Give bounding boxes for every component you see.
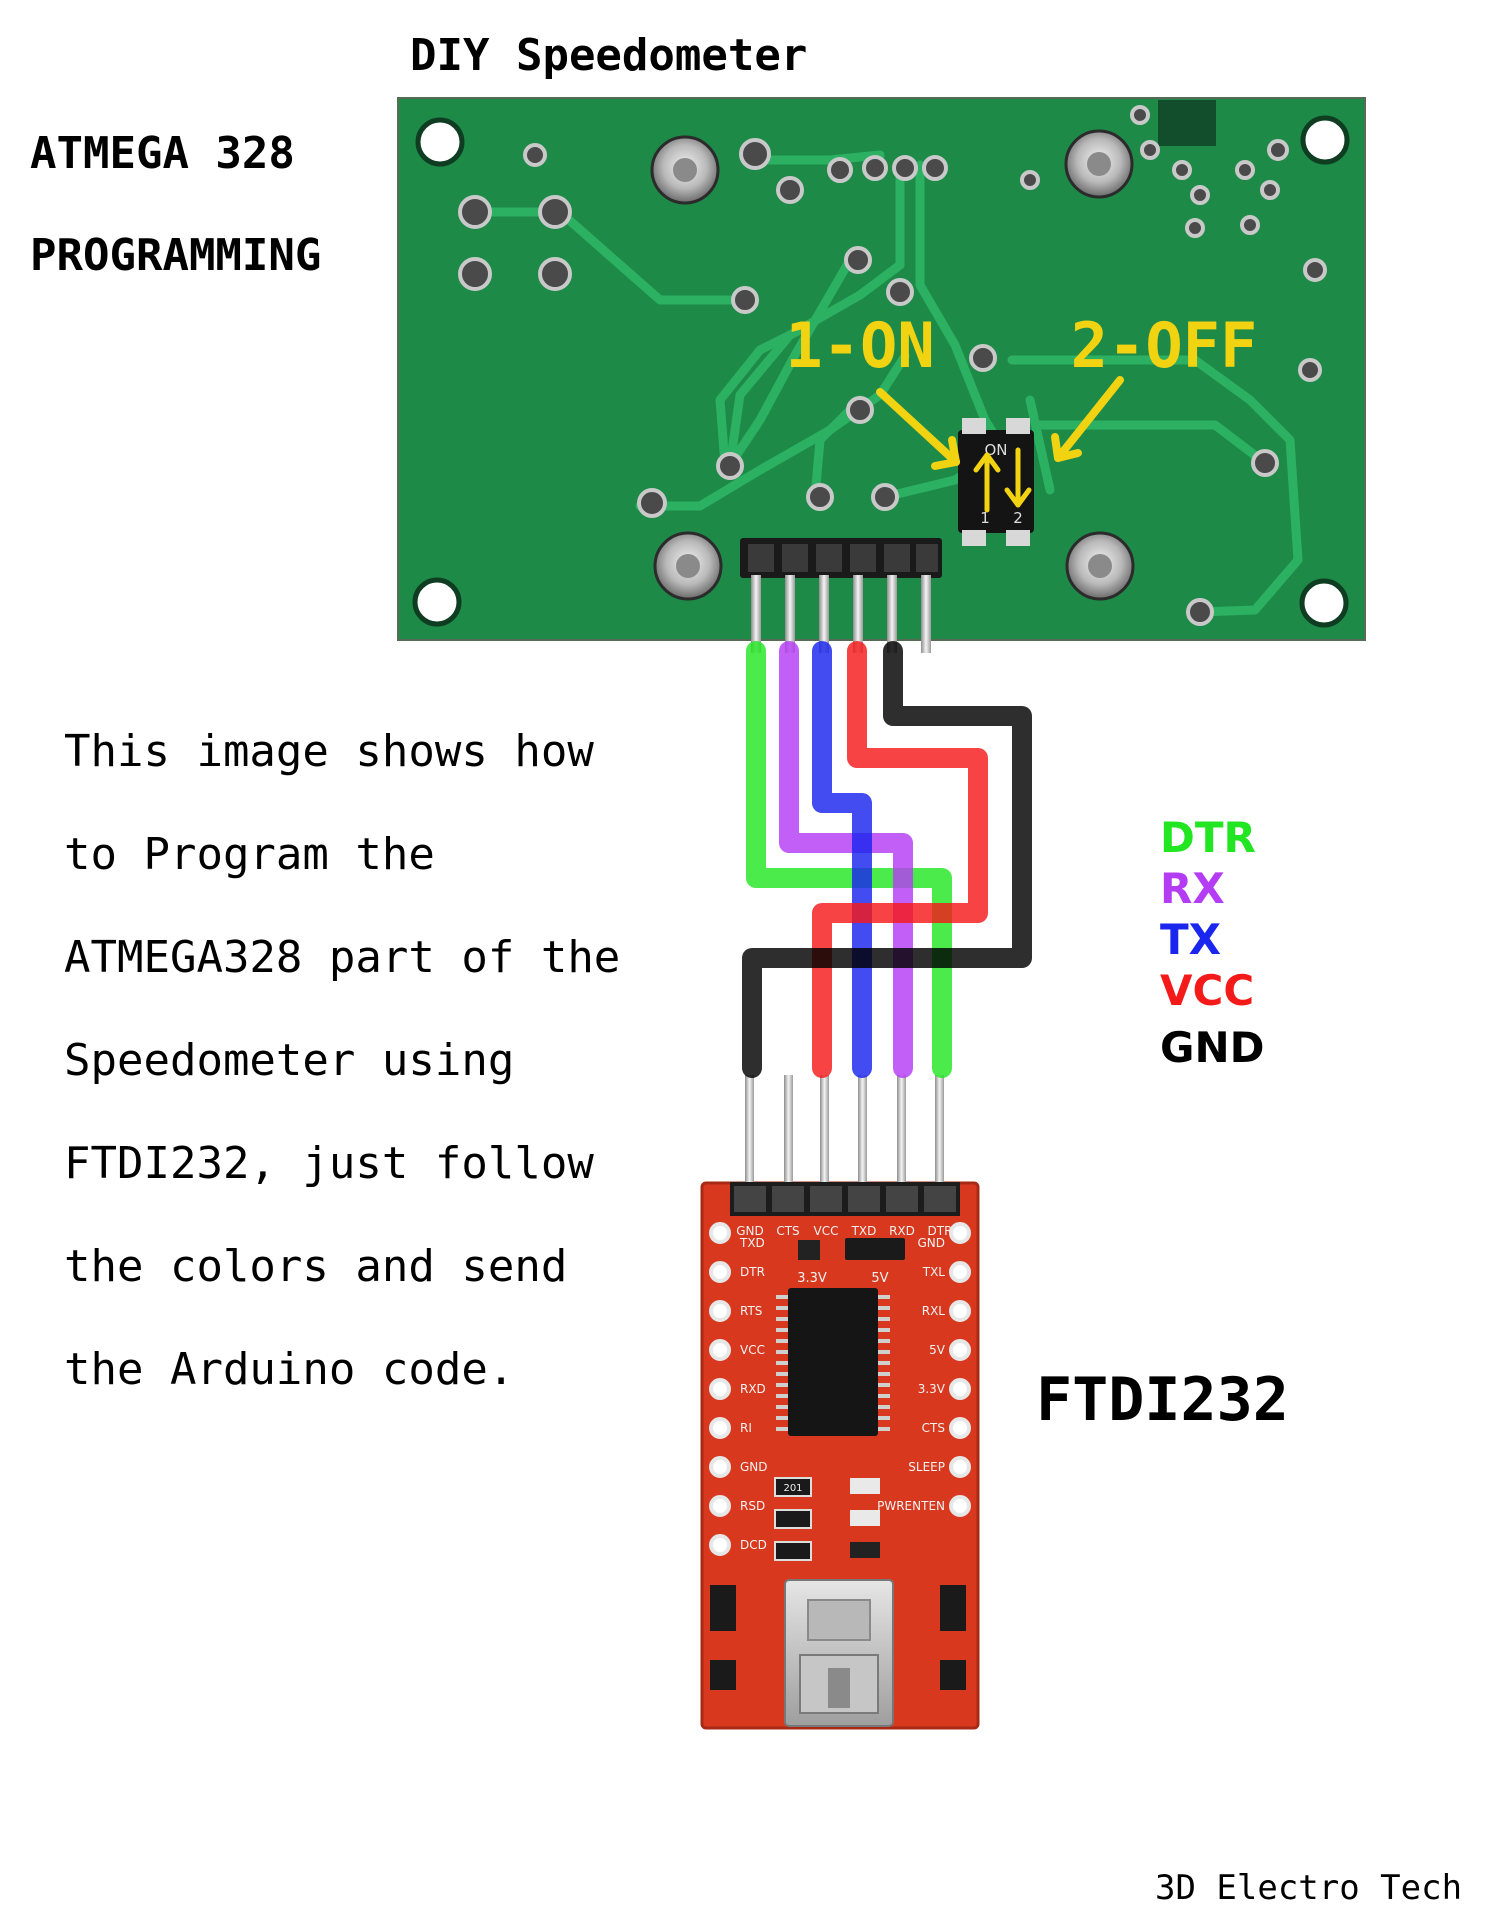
ftdi-right-rxl: RXL [922,1304,946,1318]
ftdi-pin-cts: CTS [776,1224,799,1238]
ftdi-left-ri: RI [740,1421,752,1435]
ftdi-right-5v: 5V [929,1343,946,1357]
ftdi-left-rsd: RSD [740,1499,765,1513]
ftdi-header-pins [745,1075,944,1187]
ftdi232-board: GND CTS VCC TXD RXD DTR 3.3V 5V [702,1075,978,1728]
ftdi-right-gnd: GND [917,1236,945,1250]
switch-2-label: 2-OFF [1071,309,1258,382]
speedometer-pcb: ON 1 2 1-ON 2-OFF [398,98,1365,653]
ftdi-header-housing [730,1182,960,1216]
ftdi-right-txl: TXL [922,1265,946,1279]
ftdi-right-pwrenten: PWRENTEN [877,1499,945,1513]
switch-position-2: 2 [1013,509,1023,527]
ftdi-left-dtr: DTR [740,1265,765,1279]
ftdi-right-sleep: SLEEP [908,1460,945,1474]
ftdi-right-cts: CTS [922,1421,945,1435]
ftdi-left-vcc: VCC [740,1343,765,1357]
jumper-label-3v3: 3.3V [797,1271,827,1286]
ft232-chip [776,1288,890,1436]
smd-chip [1158,100,1216,146]
ftdi-left-rts: RTS [740,1304,762,1318]
jumper-pins [798,1240,820,1260]
ftdi-right-3v3: 3.3V [918,1382,946,1396]
wires [752,651,1022,1068]
switch-1-label: 1-ON [785,309,934,382]
ftdi-left-rxd: RXD [740,1382,766,1396]
ftdi-pin-vcc: VCC [814,1224,839,1238]
ftdi-pin-txd: TXD [851,1224,877,1238]
resistor-code: 201 [783,1483,802,1494]
ftdi-left-gnd: GND [740,1460,768,1474]
ftdi-left-dcd: DCD [740,1538,767,1552]
ftdi-pin-rxd: RXD [889,1224,915,1238]
dip-switch: ON 1 2 [958,418,1034,546]
jumper-label-5v: 5V [871,1271,888,1286]
mini-usb-connector [785,1580,893,1726]
voltage-jumper [845,1238,905,1260]
ftdi-left-txd: TXD [739,1236,765,1250]
